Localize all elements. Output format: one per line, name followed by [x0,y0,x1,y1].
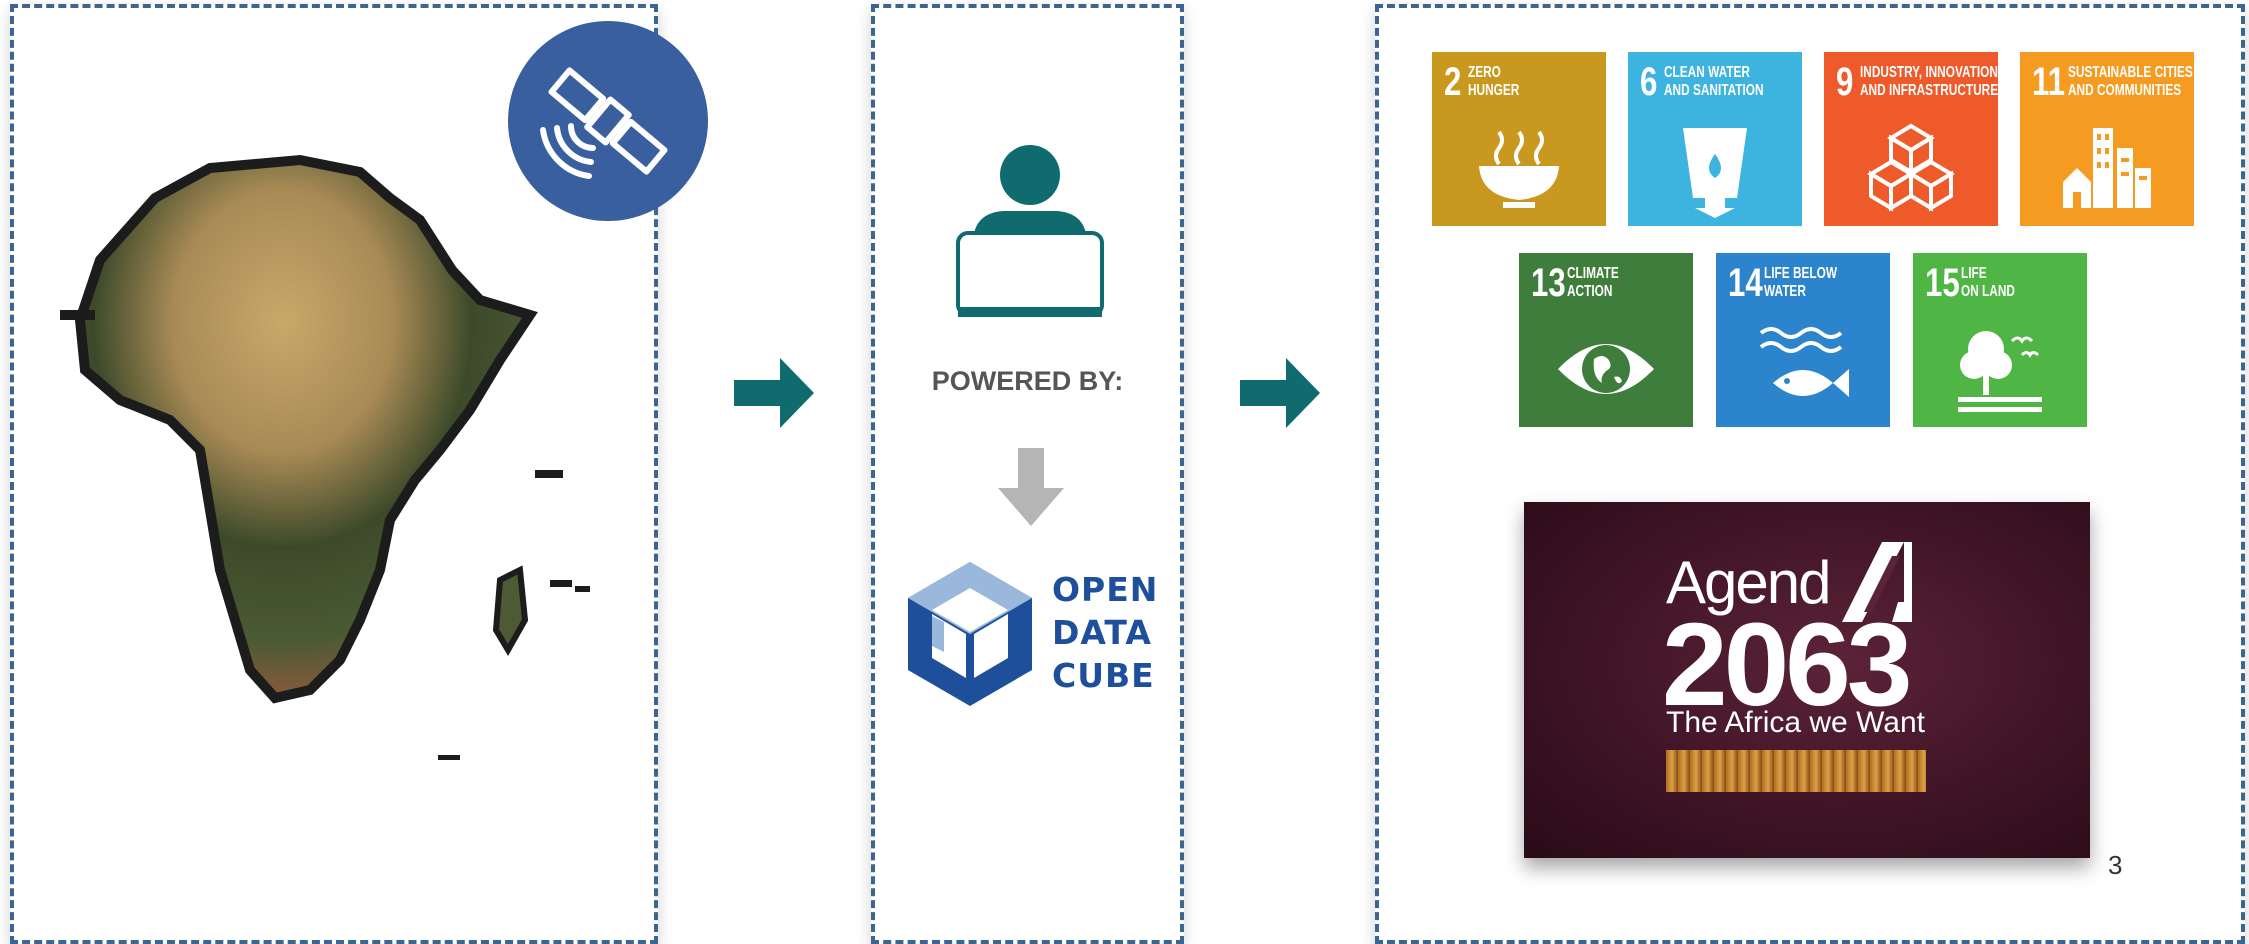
sdg-title: INDUSTRY, INNOVATION AND INFRASTRUCTURE [1860,64,1998,99]
satellite-icon [508,21,708,221]
city-buildings-icon [2063,128,2151,208]
agenda-word: Agend [1666,549,1831,616]
sdg-number: 6 [1640,60,1658,104]
fish-waves-icon [1759,327,1849,397]
water-glass-icon [1683,128,1747,218]
sdg-number: 2 [1444,60,1462,104]
arrow-right-icon [734,358,814,428]
open-data-cube-logo-icon [908,562,1032,706]
agenda-a-stripes-icon [1842,542,1912,622]
arrow-down-icon [998,448,1064,526]
sdg-number: 13 [1531,261,1566,305]
sdg-title: CLEAN WATER AND SANITATION [1664,64,1764,99]
sdg-number: 14 [1728,261,1763,305]
sdg-title: LIFE BELOW WATER [1764,265,1838,300]
agenda-pattern-band [1666,750,1926,792]
odc-word-data: DATA [1052,613,1152,652]
agenda-2063-card: Agend 2063 The Africa we Want [1524,502,2090,858]
sdg-title: CLIMATE ACTION [1567,265,1619,300]
cubes-icon [1867,123,1955,212]
user-laptop-icon [956,145,1104,317]
sdg-number: 15 [1925,261,1960,305]
page-number: 3 [2108,850,2123,880]
eye-globe-icon [1558,344,1654,394]
sdg-number: 11 [2032,60,2065,104]
sdg-number: 9 [1836,60,1854,104]
arrow-right-icon [1240,358,1320,428]
bowl-icon [1479,130,1559,208]
sdg-title: SUSTAINABLE CITIES AND COMMUNITIES [2068,64,2193,99]
sdg-title: LIFE ON LAND [1961,265,2015,300]
odc-word-open: OPEN [1052,570,1159,609]
sdg-title: ZERO HUNGER [1468,64,1520,99]
africa-satellite-map [60,154,590,760]
odc-word-cube: CUBE [1052,656,1155,695]
powered-by-label: POWERED BY: [931,366,1124,396]
tree-birds-icon [1958,331,2042,412]
agenda-tagline: The Africa we Want [1666,706,1925,739]
agenda-year: 2063 [1662,599,1913,731]
